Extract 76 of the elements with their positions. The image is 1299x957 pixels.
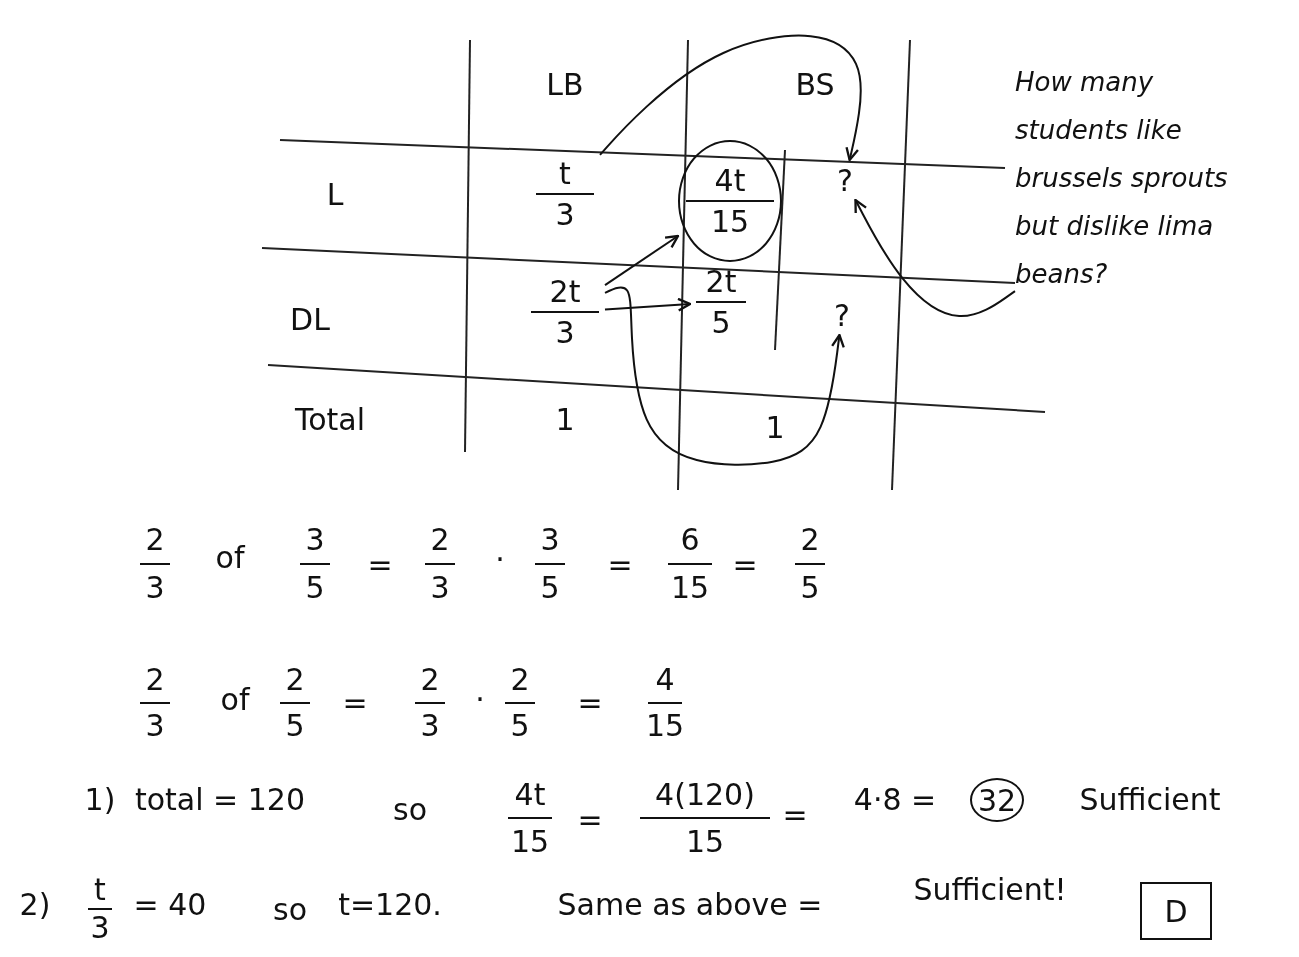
denominator: 5 [710, 306, 732, 339]
math-text: = [577, 805, 603, 835]
table-label: Total [294, 405, 366, 435]
math-text: · [495, 545, 505, 575]
denominator: 3 [554, 316, 576, 349]
math-text: 15 [670, 573, 710, 603]
math-text: 4(120) [655, 780, 755, 810]
math-text: 2 [285, 665, 305, 695]
math-text: 2 [145, 525, 165, 555]
question-note: How many students like brussels sprouts but dislike lima beans? [1015, 58, 1250, 358]
math-text: 15 [510, 827, 550, 857]
math-text: = [782, 800, 808, 830]
math-text: 5 [510, 711, 530, 741]
circled-answer: 32 [970, 778, 1024, 822]
arrow [604, 234, 680, 287]
math-text: 3 [430, 573, 450, 603]
math-text: 4·8 = [853, 785, 937, 815]
math-text: 2 [145, 665, 165, 695]
math-text: 2) [19, 890, 51, 920]
denominator: 3 [554, 198, 576, 231]
arrow [604, 286, 845, 466]
math-text: so [273, 895, 307, 925]
table-label: LB [546, 70, 584, 100]
math-text: 2 [510, 665, 530, 695]
numerator: 2t [548, 275, 582, 308]
math-text: 3 [90, 913, 110, 943]
math-text: 15 [645, 711, 685, 741]
numerator: 2t [704, 265, 738, 298]
circled-fraction [678, 140, 782, 262]
math-text: t [94, 875, 106, 905]
table-label: L [326, 180, 344, 210]
arrow [854, 198, 1016, 317]
math-text: total = 120 [134, 785, 306, 815]
math-text: of [215, 543, 245, 573]
math-text: 5 [800, 573, 820, 603]
math-text: 5 [305, 573, 325, 603]
math-text: Sufficient [1079, 785, 1221, 815]
table-label: 1 [765, 413, 785, 443]
math-text: 3 [145, 573, 165, 603]
numerator: 4t [713, 164, 747, 197]
math-text: = [342, 688, 368, 718]
boxed-answer: D [1140, 882, 1212, 940]
math-text: = [607, 550, 633, 580]
table-label: DL [290, 305, 330, 335]
math-text: = [367, 550, 393, 580]
math-text: = [732, 550, 758, 580]
math-text: 2 [430, 525, 450, 555]
math-text: 5 [540, 573, 560, 603]
math-text: 4t [514, 780, 546, 810]
question-mark: ? [822, 295, 862, 335]
arrow [599, 34, 862, 162]
math-text: 2 [800, 525, 820, 555]
math-text: Sufficient! [913, 875, 1067, 905]
math-text: 6 [680, 525, 700, 555]
table-label: BS [795, 70, 835, 100]
math-text: 2 [420, 665, 440, 695]
math-text: of [220, 685, 250, 715]
math-text: 3 [420, 711, 440, 741]
math-text: 1) [84, 785, 116, 815]
math-text: t=120. [338, 890, 442, 920]
math-text: 3 [540, 525, 560, 555]
math-text: = [577, 688, 603, 718]
table-label: 1 [555, 405, 575, 435]
math-text: 15 [685, 827, 725, 857]
arrow [604, 297, 692, 312]
math-text: 3 [145, 711, 165, 741]
math-text: Same as above = [557, 890, 823, 920]
math-text: 3 [305, 525, 325, 555]
math-text: 4 [655, 665, 675, 695]
math-text: · [475, 685, 485, 715]
numerator: t [558, 157, 572, 190]
question-mark: ? [825, 160, 865, 200]
math-text: so [393, 795, 427, 825]
denominator: 15 [709, 205, 751, 238]
math-text: = 40 [133, 890, 207, 920]
math-text: 5 [285, 711, 305, 741]
